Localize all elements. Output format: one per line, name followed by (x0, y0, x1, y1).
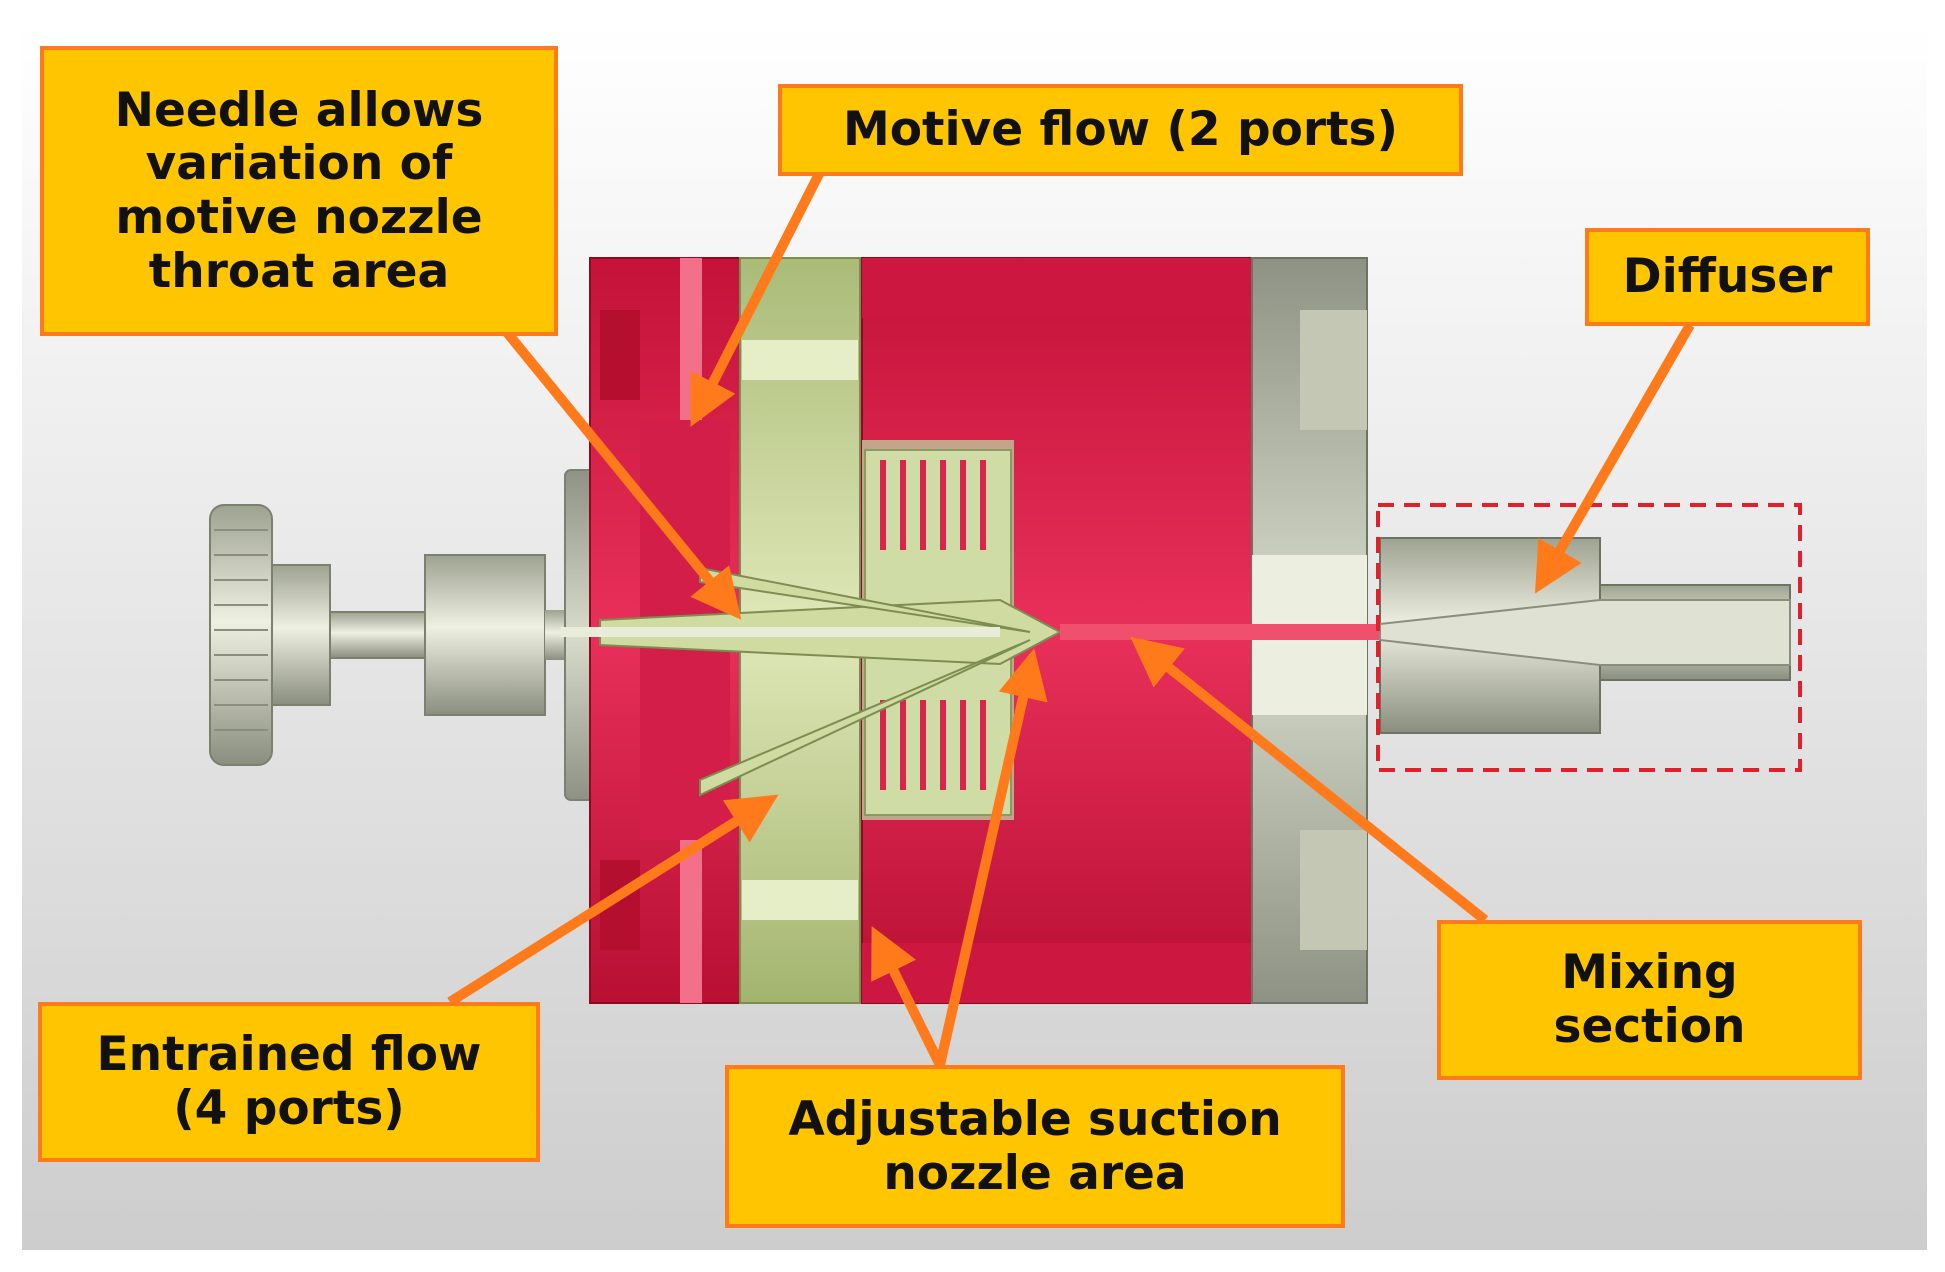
callout-diffuser-text: Diffuser (1622, 249, 1833, 305)
arrow-entrained (447, 794, 779, 1007)
callout-needle: Needle allows variation of motive nozzle… (40, 46, 558, 336)
callout-diffuser: Diffuser (1585, 228, 1870, 326)
arrow-mixing (1130, 636, 1489, 924)
callout-entrained-flow: Entrained flow (4 ports) (38, 1002, 540, 1162)
arrow-suction-left (871, 926, 945, 1068)
callout-suction-nozzle: Adjustable suction nozzle area (725, 1065, 1345, 1228)
adjustment-knob (209, 504, 565, 766)
arrow-suction-right (935, 648, 1048, 1067)
callout-entrained-line-1: Entrained flow (96, 1027, 482, 1083)
callout-suction-line-2: nozzle area (883, 1145, 1187, 1201)
mixing-tube (1060, 624, 1390, 640)
callout-motive-flow: Motive flow (2 ports) (778, 84, 1463, 176)
callout-mixing-section: Mixing section (1437, 920, 1862, 1080)
arrow-motive (690, 169, 825, 427)
callout-arrows (447, 169, 1695, 1068)
callout-mixing-line-2: section (1553, 999, 1746, 1054)
callout-needle-line-4: throat area (148, 243, 450, 299)
arrow-diffuser (1535, 322, 1695, 594)
callout-suction-line-1: Adjustable suction (788, 1091, 1282, 1147)
callout-needle-line-3: motive nozzle (115, 190, 483, 245)
callout-entrained-line-2: (4 ports) (173, 1081, 405, 1136)
callout-mixing-line-1: Mixing (1561, 945, 1738, 1001)
arrow-needle (501, 326, 742, 620)
callout-needle-line-2: variation of (145, 136, 453, 192)
callout-motive-flow-text: Motive flow (2 ports) (842, 102, 1398, 158)
callout-needle-line-1: Needle allows (114, 82, 484, 138)
